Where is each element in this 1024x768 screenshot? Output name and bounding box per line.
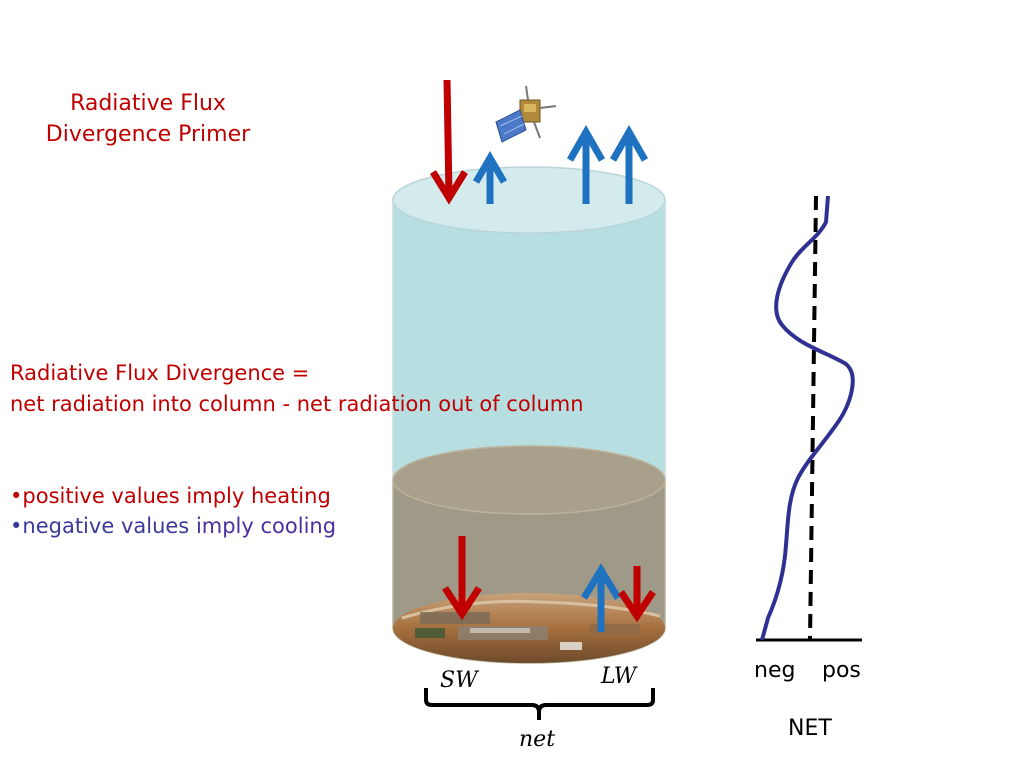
- bullet-negative-word-1: negative: [22, 514, 115, 538]
- bullet-positive-text: positive values imply heating: [22, 484, 331, 508]
- definition-line-2: net radiation into column - net radiatio…: [10, 392, 584, 416]
- title-line-1: Radiative Flux: [70, 91, 226, 116]
- dust-layer-top: [392, 445, 666, 515]
- definition-line-1: Radiative Flux Divergence =: [10, 361, 310, 385]
- bullet-negative-word-4: cooling: [260, 514, 337, 538]
- neg-label: neg: [754, 658, 796, 683]
- surface-lw-down-arrow: [618, 566, 656, 623]
- sw-label: SW: [440, 668, 478, 693]
- surface-lw-up-arrow: [581, 563, 621, 632]
- title-line-2: Divergence Primer: [45, 122, 251, 147]
- zero-dashed-line: [808, 195, 818, 641]
- surface-sw-down-arrow: [442, 536, 482, 621]
- net-profile-plot: [756, 195, 862, 642]
- toa-sw-down-arrow: [430, 79, 468, 205]
- bullet-negative-word-2: values: [120, 514, 190, 538]
- ground-surface-photo: [393, 593, 665, 663]
- diagram-title: Radiative Flux Divergence Primer: [0, 88, 296, 150]
- bullet-positive: •positive values imply heating: [10, 484, 331, 508]
- net-profile-curve: [760, 195, 855, 641]
- bullet-negative: •negative values imply cooling: [10, 514, 336, 538]
- toa-lw-up-arrow-1: [566, 124, 606, 204]
- bullet-marker: •: [10, 484, 23, 508]
- net-brace: [424, 688, 655, 720]
- toa-lw-up-arrow-2: [609, 124, 649, 204]
- pos-label: pos: [822, 658, 861, 683]
- toa-sw-up-arrow: [472, 151, 508, 204]
- bullet-negative-word-3: imply: [195, 514, 254, 538]
- satellite-icon: [495, 85, 557, 143]
- net-label: net: [519, 727, 556, 752]
- bullet-marker: •: [10, 514, 23, 538]
- lw-label: LW: [601, 664, 637, 689]
- net-axis-label: NET: [788, 716, 832, 741]
